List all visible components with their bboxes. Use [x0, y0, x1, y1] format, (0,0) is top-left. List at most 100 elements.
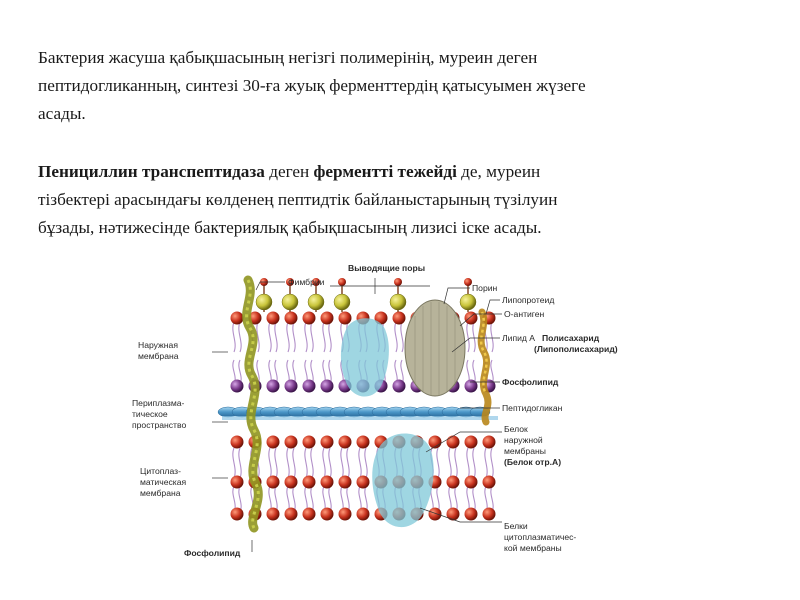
lipid-head: [231, 380, 244, 393]
lipid-head: [303, 380, 316, 393]
o-antigen-bulb: [460, 294, 476, 310]
lipid-tail: [449, 448, 451, 478]
lipid-head: [447, 476, 460, 489]
lipid-head: [267, 476, 280, 489]
label-periplasm-3: пространство: [132, 420, 186, 430]
label-outer-membrane-1: Наружная: [138, 340, 178, 350]
lipid-head: [321, 436, 334, 449]
cell-wall-diagram: Выводящие поры Фимбрии Порин Липопротеид…: [130, 256, 670, 566]
lipid-tail: [287, 448, 289, 478]
penicillin-paragraph: Пенициллин транспептидаза деген ферментт…: [38, 158, 768, 242]
lipid-head: [465, 508, 478, 521]
peptidoglycan-layer: [218, 407, 498, 420]
lipid-head: [447, 436, 460, 449]
lipid-head: [303, 312, 316, 325]
lipid-tail: [467, 322, 469, 352]
lipid-tail: [473, 448, 475, 478]
label-lipoprotein: Липопротеид: [502, 295, 554, 305]
lipid-head: [429, 508, 442, 521]
lipid-tail: [341, 448, 343, 478]
o-antigen-bulb: [390, 294, 406, 310]
label-lps: (Липополисахарид): [534, 344, 618, 354]
lipid-tail: [293, 448, 295, 478]
lipid-head: [267, 508, 280, 521]
membrane-illustration: [218, 278, 498, 528]
lipid-head: [321, 508, 334, 521]
lipid-tail: [455, 448, 457, 478]
lipid-head: [285, 476, 298, 489]
o-antigen-bulb: [282, 294, 298, 310]
lipid-head: [231, 508, 244, 521]
lipid-tail: [347, 448, 349, 478]
label-omp-1: Белок: [504, 424, 528, 434]
label-lipid-a: Липид А: [502, 333, 535, 343]
lipid-head: [393, 380, 406, 393]
lipid-head: [267, 380, 280, 393]
cytoplasmic-membrane-protein: [372, 433, 433, 527]
label-cmp-2: цитоплазматичес-: [504, 532, 576, 542]
lipid-tail: [305, 322, 307, 352]
lipid-tail: [395, 322, 397, 352]
lipid-tail: [323, 448, 325, 478]
intro-paragraph: Бактерия жасуша қабықшасының негізгі пол…: [38, 44, 768, 128]
o-antigen-bulb: [256, 294, 272, 310]
lipid-tail: [437, 448, 439, 478]
lipid-tail: [365, 448, 367, 478]
lipid-head: [483, 476, 496, 489]
o-antigen-bulb: [334, 294, 350, 310]
intro-line-2: пептидогликанның, синтезі 30-ға жуық фер…: [38, 76, 586, 95]
lipid-tail: [311, 322, 313, 352]
lipid-tail: [311, 448, 313, 478]
lipid-tail: [287, 322, 289, 352]
lipid-tail: [239, 448, 241, 478]
porin-protein: [405, 300, 465, 396]
lipid-head: [483, 508, 496, 521]
lipid-tail: [473, 322, 475, 352]
penicillin-transpeptidase-term: Пенициллин транспептидаза: [38, 162, 265, 181]
lipid-tail: [329, 322, 331, 352]
lipid-head: [321, 312, 334, 325]
lipid-tail: [269, 448, 271, 478]
intro-line-3: асады.: [38, 104, 86, 123]
o-antigen-tip: [464, 278, 472, 286]
label-periplasm-1: Периплазма-: [132, 398, 185, 408]
label-periplasm-2: тическое: [132, 409, 168, 419]
lipid-tail: [305, 448, 307, 478]
lipid-tail: [359, 448, 361, 478]
intro-line-1: Бактерия жасуша қабықшасының негізгі пол…: [38, 48, 537, 67]
lipid-head: [231, 312, 244, 325]
label-fimbriae: Фимбрии: [288, 277, 325, 287]
lipid-head: [231, 476, 244, 489]
label-cytoplasmic-3: мембрана: [140, 488, 181, 498]
penicillin-line-2: тізбектері арасындағы көлденең пептидтік…: [38, 190, 557, 209]
lipid-tail: [329, 448, 331, 478]
lipid-head: [231, 436, 244, 449]
lipid-head: [303, 508, 316, 521]
lipid-head: [465, 380, 478, 393]
lipid-head: [303, 476, 316, 489]
label-o-antigen: О-антиген: [504, 309, 545, 319]
label-porin: Порин: [472, 283, 498, 293]
lipid-head: [285, 312, 298, 325]
lipid-tail: [491, 448, 493, 478]
lipid-head: [303, 436, 316, 449]
lipid-head: [357, 476, 370, 489]
lipid-tail: [485, 448, 487, 478]
label-phospholipid-right: Фосфолипид: [502, 377, 559, 387]
peptidoglycan-strand: [222, 416, 498, 420]
lipid-tail: [233, 322, 235, 352]
lipid-head: [285, 380, 298, 393]
penicillin-line-3: бұзады, нәтижесінде бактериялық қабықшас…: [38, 218, 542, 237]
lipid-tail: [269, 322, 271, 352]
lipid-tail: [401, 322, 403, 352]
lipid-head: [339, 508, 352, 521]
lipid-tail: [323, 322, 325, 352]
lipid-head: [465, 476, 478, 489]
lipid-head: [339, 476, 352, 489]
lipid-tail: [275, 322, 277, 352]
label-cytoplasmic-2: матическая: [140, 477, 187, 487]
lipid-head: [483, 436, 496, 449]
lipid-head: [339, 312, 352, 325]
label-omp-2: наружной: [504, 435, 543, 445]
lipid-head: [357, 508, 370, 521]
